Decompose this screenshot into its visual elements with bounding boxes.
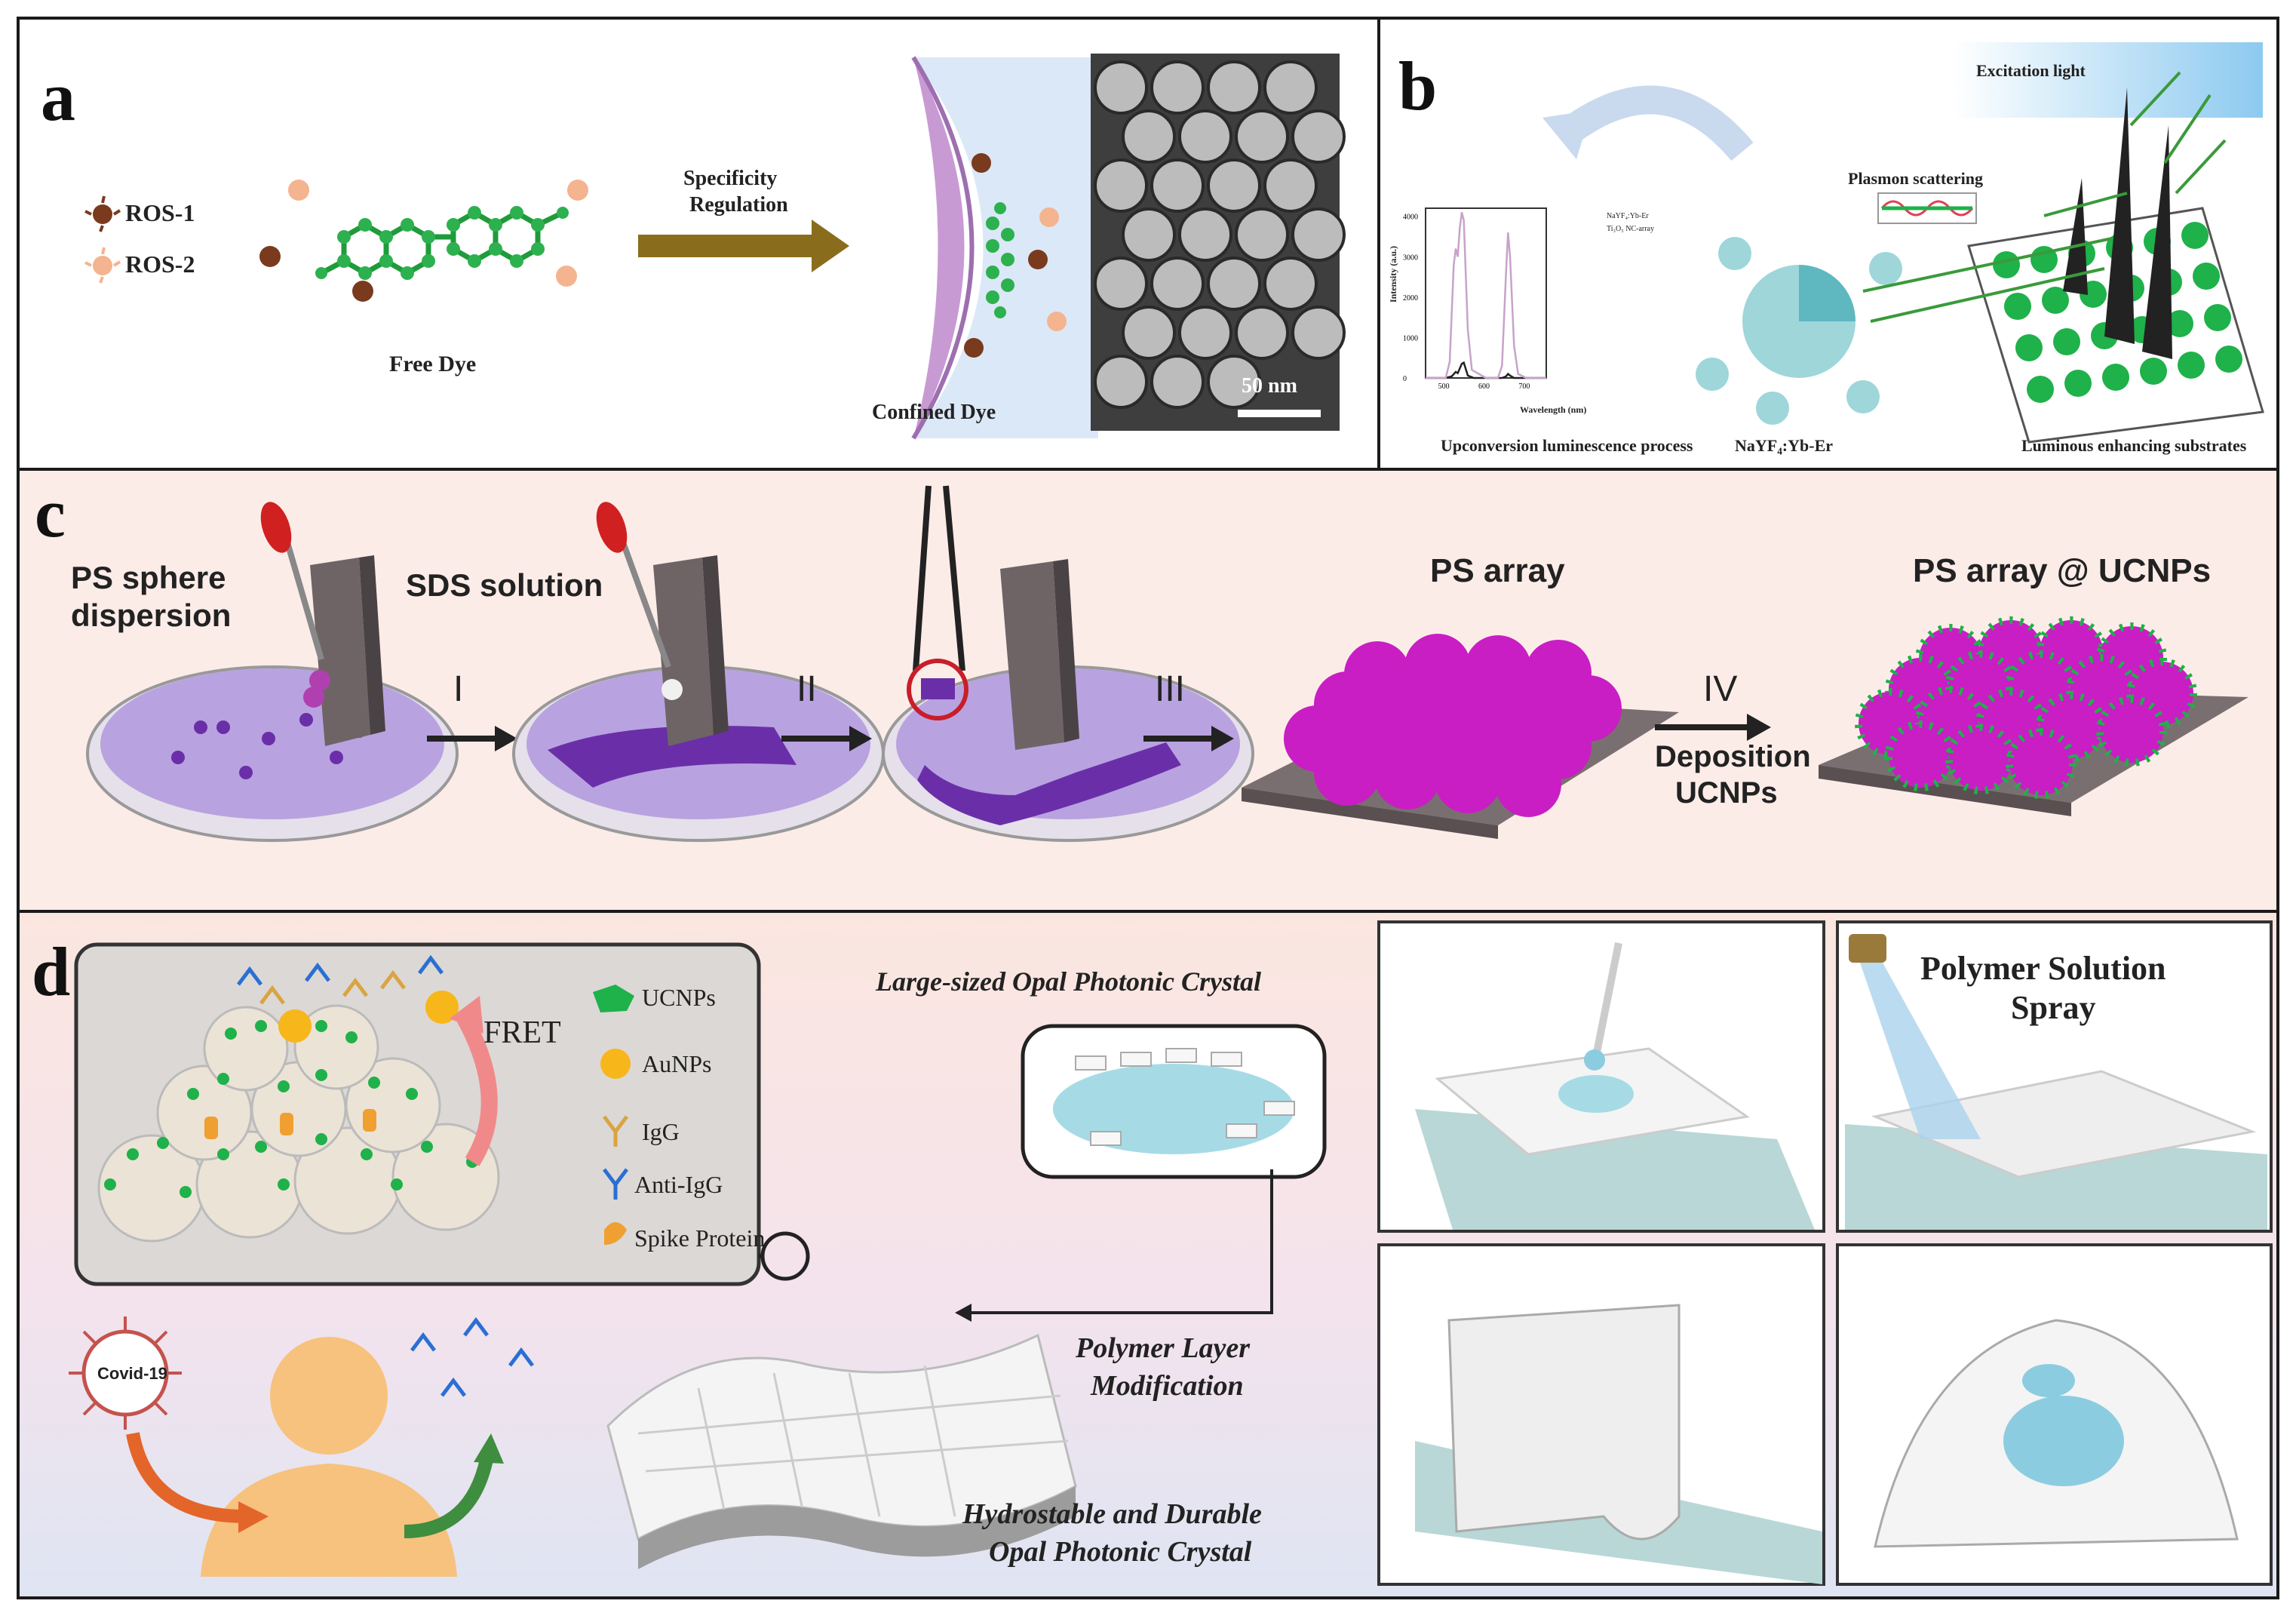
sds-label: SDS solution [406,567,603,603]
large-sized-label: Large-sized Opal Photonic Crystal [876,966,1261,997]
scale-bar-label: 50 nm [1242,374,1297,398]
step-arrow-2 [781,726,872,751]
panel-c-letter: c [35,475,66,551]
deposition-label-1: Deposition [1655,740,1811,773]
chart-y-tick: 3000 [1403,253,1418,262]
caption-upconversion: Upconversion luminescence process [1441,436,1693,455]
anti-igg-label: Anti-IgG [634,1171,723,1198]
chart-legend-1: NaYF₄:Yb-Er [1607,212,1649,220]
petri-dish-3 [882,485,1254,842]
covid-label: Covid-19 [97,1364,167,1383]
free-dye-molecule [320,209,564,277]
confined-dye-label: Confined Dye [872,401,996,424]
caption-substrate: Luminous enhancing substrates [2021,436,2247,455]
panel-d-letter: d [32,933,71,1010]
confined-pore [913,57,1098,438]
ps-array-ucnps [1819,616,2248,816]
spike-protein-icon [604,1222,627,1245]
hydrostable-label-1: Hydrostable and Durable [962,1498,1262,1530]
free-dye-label: Free Dye [389,352,477,376]
panel-b-graphics: 500 600 700 0 1000 2000 3000 4000 [1403,42,2264,444]
specificity-arrow [638,220,849,272]
petri-dish-2 [512,502,885,842]
panel-c-graphics [86,485,2248,842]
excitation-label: Excitation light [1976,61,2086,80]
chart-x-tick: 500 [1438,382,1450,391]
polymer-layer-label-2: Modification [1091,1370,1244,1402]
step-2-label: II [797,669,817,709]
specificity-label: Specificity [683,167,778,190]
chart-y-tick: 4000 [1403,214,1418,222]
chart-x-tick: 700 [1518,382,1530,391]
ucnps-icon [593,985,634,1012]
sub-image-4 [1836,1243,2273,1586]
panel-a-graphics [84,54,1346,440]
panel-a: a [17,17,1380,471]
chart-y-tick: 0 [1403,375,1407,383]
ps-sphere-label-2: dispersion [71,598,232,633]
hydrostable-label-2: Opal Photonic Crystal [989,1536,1252,1568]
aunps-icon [600,1049,631,1079]
aunps-label: AuNPs [642,1050,712,1077]
deposition-label-2: UCNPs [1675,776,1778,810]
ps-array [1242,634,1679,839]
petri-dish-1 [86,502,459,842]
sub-image-2 [1836,920,2273,1233]
step-1-label: I [453,669,464,709]
caption-nayf4: NaYF₄:Yb-Er [1735,436,1834,455]
ros-1-label: ROS-1 [125,199,195,226]
sub-image-1 [1377,920,1825,1233]
chart-series-2 [1426,212,1546,379]
chart-frame [1425,207,1547,379]
polymer-layer-label-1: Polymer Layer [1076,1332,1251,1364]
tem-image [1091,54,1346,431]
spray-label-2: Spray [2011,989,2096,1026]
chart-y-tick: 2000 [1403,294,1418,303]
panel-d-graphics [69,920,2273,1586]
anti-igg-icon [603,1168,628,1200]
covid-virus-icon [69,1316,182,1430]
ps-array-label: PS array [1430,552,1565,589]
step-arrow-4 [1655,714,1771,741]
chart-ylabel: Intensity (a.u.) [1388,245,1399,303]
chart-y-tick: 1000 [1403,334,1418,343]
upconversion-chart: 500 600 700 0 1000 2000 3000 4000 [1403,207,1547,391]
plasmon-label: Plasmon scattering [1848,169,1984,188]
step-arrow-1 [427,726,517,751]
curved-arrow [1564,85,1754,161]
ucnps-label: UCNPs [642,984,716,1011]
panel-d: d [17,910,2279,1599]
chart-series-1 [1426,361,1546,379]
panel-a-letter: a [41,58,75,135]
spike-protein-label: Spike Protein [634,1224,766,1252]
panel-b: b 500 600 700 0 1000 2000 3000 4000 [1377,17,2279,471]
igg-label: IgG [642,1118,680,1145]
human-figure [201,1337,457,1577]
ps-array-ucnps-label: PS array @ UCNPs [1913,552,2212,589]
ros-2-icon [84,247,121,284]
spray-label-1: Polymer Solution [1920,950,2166,987]
chart-legend-2: Ti₃O₅ NC-array [1607,225,1654,233]
ros-2-label: ROS-2 [125,250,195,278]
fret-label: FRET [483,1015,561,1050]
chart-xlabel: Wavelength (nm) [1520,404,1587,415]
sub-image-3 [1377,1243,1825,1586]
step-3-label: III [1155,669,1186,709]
regulation-label: Regulation [689,193,788,217]
chart-x-tick: 600 [1478,382,1490,391]
step-4-label: IV [1703,669,1738,709]
step-arrow-3 [1143,726,1234,751]
ros-1-icon [84,195,121,232]
panel-c: c [17,468,2279,913]
panel-b-letter: b [1398,48,1438,124]
ps-sphere-label-1: PS sphere [71,560,226,595]
igg-icon [603,1115,628,1147]
